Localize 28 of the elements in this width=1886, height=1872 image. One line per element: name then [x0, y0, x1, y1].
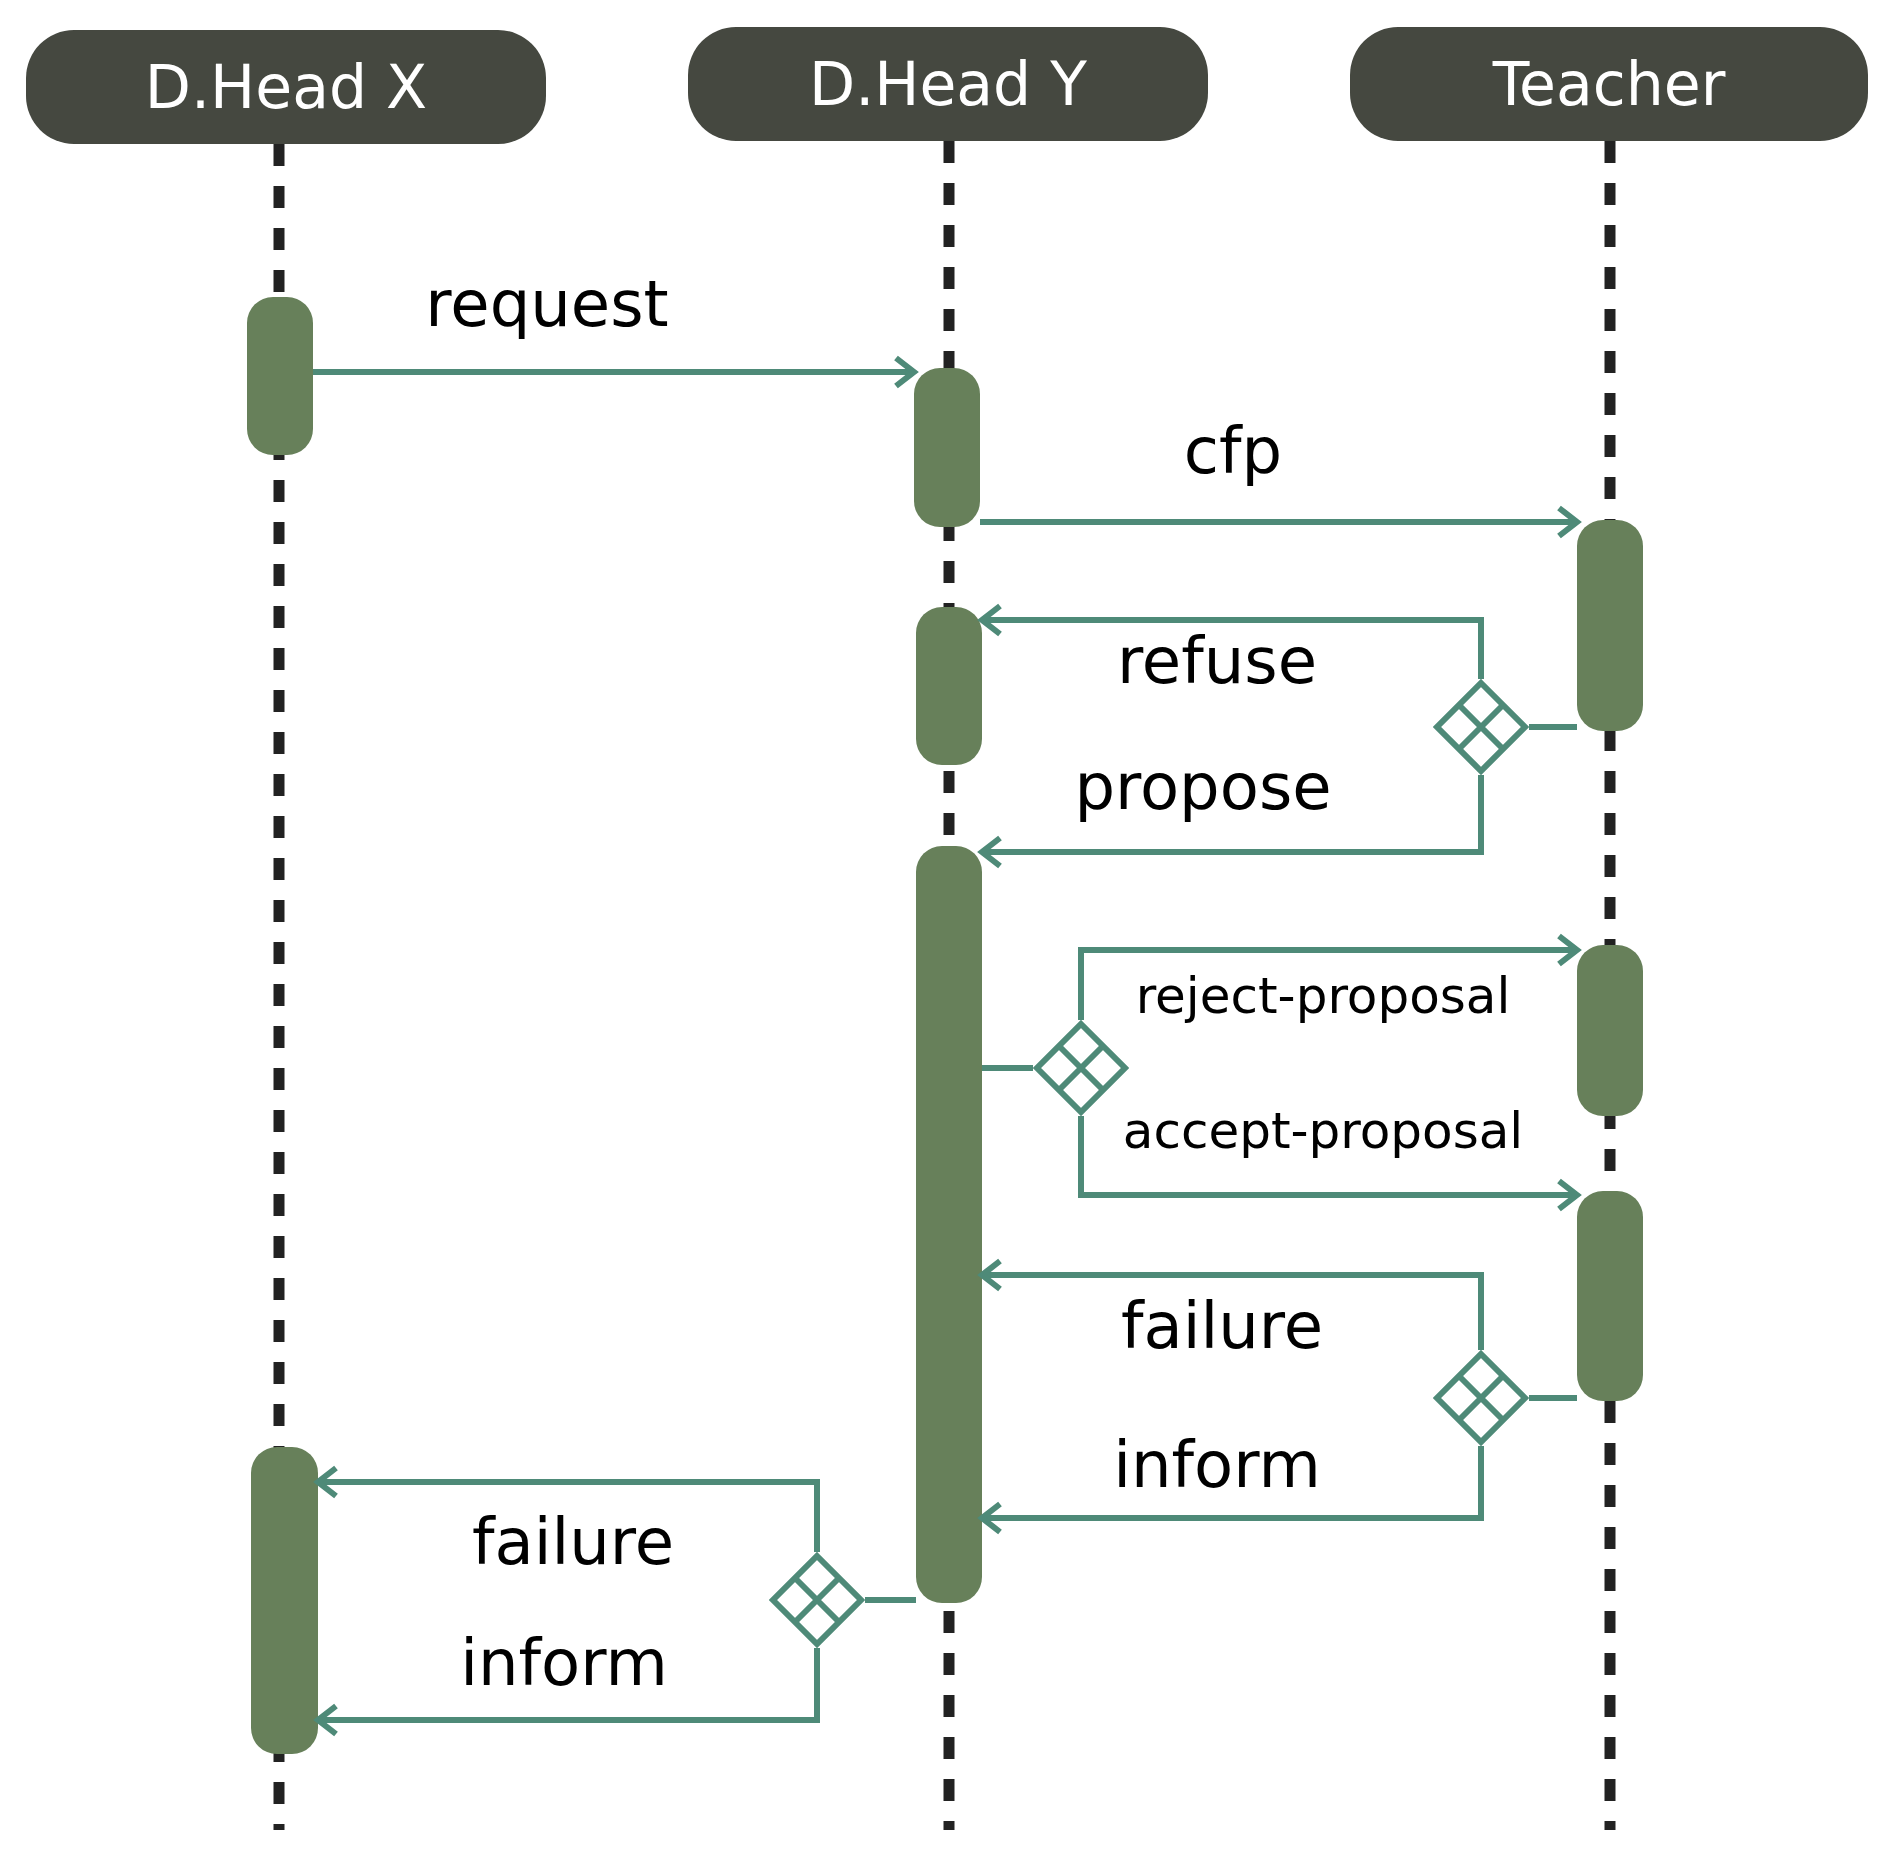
connector-line	[865, 1597, 916, 1603]
activation-bar	[247, 297, 313, 455]
choice-diamond	[1433, 679, 1529, 775]
activation-bar	[916, 846, 982, 1603]
message-arrow	[1078, 933, 1580, 1020]
activation-bar	[1577, 1191, 1643, 1401]
lifeline-header: D.Head X	[26, 30, 546, 144]
connector-line	[1529, 724, 1577, 730]
message-arrow	[979, 603, 1484, 679]
message-arrow	[315, 1465, 820, 1552]
message-arrow	[979, 1258, 1484, 1350]
lifeline-header: D.Head Y	[688, 27, 1208, 141]
activation-bar	[251, 1447, 318, 1754]
message-arrow	[979, 1446, 1484, 1535]
activation-bar	[916, 607, 982, 765]
message-arrow	[315, 1648, 820, 1737]
connector-line	[982, 1065, 1033, 1071]
choice-diamond	[1433, 1350, 1529, 1446]
activation-bar	[1577, 520, 1643, 731]
activation-bar	[1577, 945, 1643, 1116]
message-arrow	[979, 775, 1484, 869]
lifeline-header: Teacher	[1350, 27, 1868, 141]
activation-bar	[914, 368, 980, 527]
message-arrow	[1078, 1116, 1580, 1212]
message-arrow	[313, 355, 917, 389]
message-arrow	[980, 505, 1580, 539]
choice-diamond	[769, 1552, 865, 1648]
connector-line	[1529, 1395, 1577, 1401]
